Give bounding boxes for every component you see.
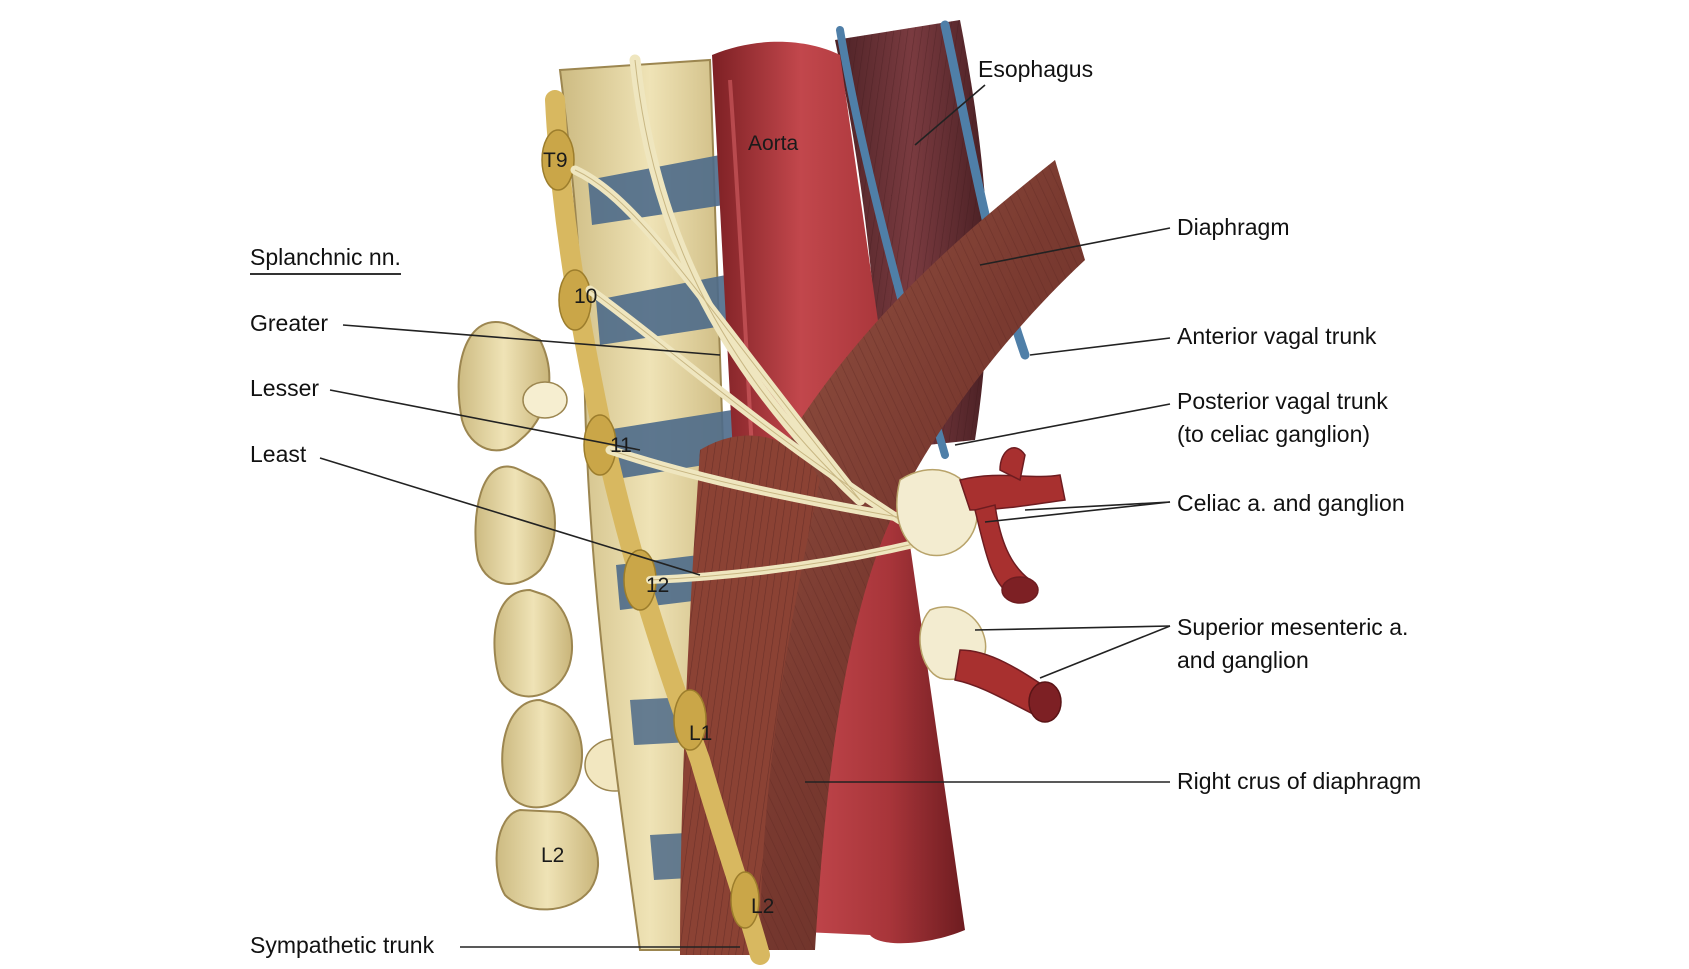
label-sympathetic-trunk: Sympathetic trunk bbox=[250, 932, 435, 958]
vertebra-label-11: 11 bbox=[610, 434, 632, 457]
label-diaphragm: Diaphragm bbox=[1177, 214, 1290, 240]
vertebra-label-l1: L1 bbox=[689, 722, 713, 745]
leader-lines bbox=[319, 84, 1171, 948]
sympathetic-ganglia bbox=[541, 129, 760, 929]
label-lesser: Lesser bbox=[250, 375, 320, 401]
vertebra-label-t9: T9 bbox=[543, 149, 568, 172]
vertebra-label-l2-body: L2 bbox=[541, 844, 565, 867]
label-superior-mesenteric-line2: and ganglion bbox=[1177, 647, 1309, 673]
label-anterior-vagal-trunk: Anterior vagal trunk bbox=[1177, 323, 1377, 349]
diaphragm-muscle bbox=[690, 160, 1085, 950]
vertebra-label-10: 10 bbox=[574, 285, 598, 308]
vertebra-label-12: 12 bbox=[646, 574, 670, 597]
label-aorta: Aorta bbox=[748, 132, 799, 155]
label-splanchnic-heading: Splanchnic nn. bbox=[250, 244, 401, 275]
label-right-crus: Right crus of diaphragm bbox=[1177, 768, 1422, 794]
celiac-artery-branches bbox=[959, 447, 1066, 604]
label-superior-mesenteric-line1: Superior mesenteric a. bbox=[1177, 614, 1409, 640]
label-least: Least bbox=[250, 441, 307, 467]
celiac-ganglion-shape bbox=[896, 468, 978, 557]
vertebral-processes bbox=[457, 321, 646, 911]
splanchnic-nerves-outline bbox=[574, 59, 931, 581]
label-posterior-vagal-trunk-line1: Posterior vagal trunk bbox=[1177, 388, 1388, 414]
superior-mesenteric-artery bbox=[954, 649, 1062, 723]
label-celiac: Celiac a. and ganglion bbox=[1177, 490, 1405, 516]
vertebra-label-l2-trunk: L2 bbox=[751, 895, 775, 918]
label-esophagus: Esophagus bbox=[978, 56, 1094, 82]
label-posterior-vagal-trunk-line2: (to celiac ganglion) bbox=[1177, 421, 1371, 447]
label-greater: Greater bbox=[250, 310, 328, 336]
